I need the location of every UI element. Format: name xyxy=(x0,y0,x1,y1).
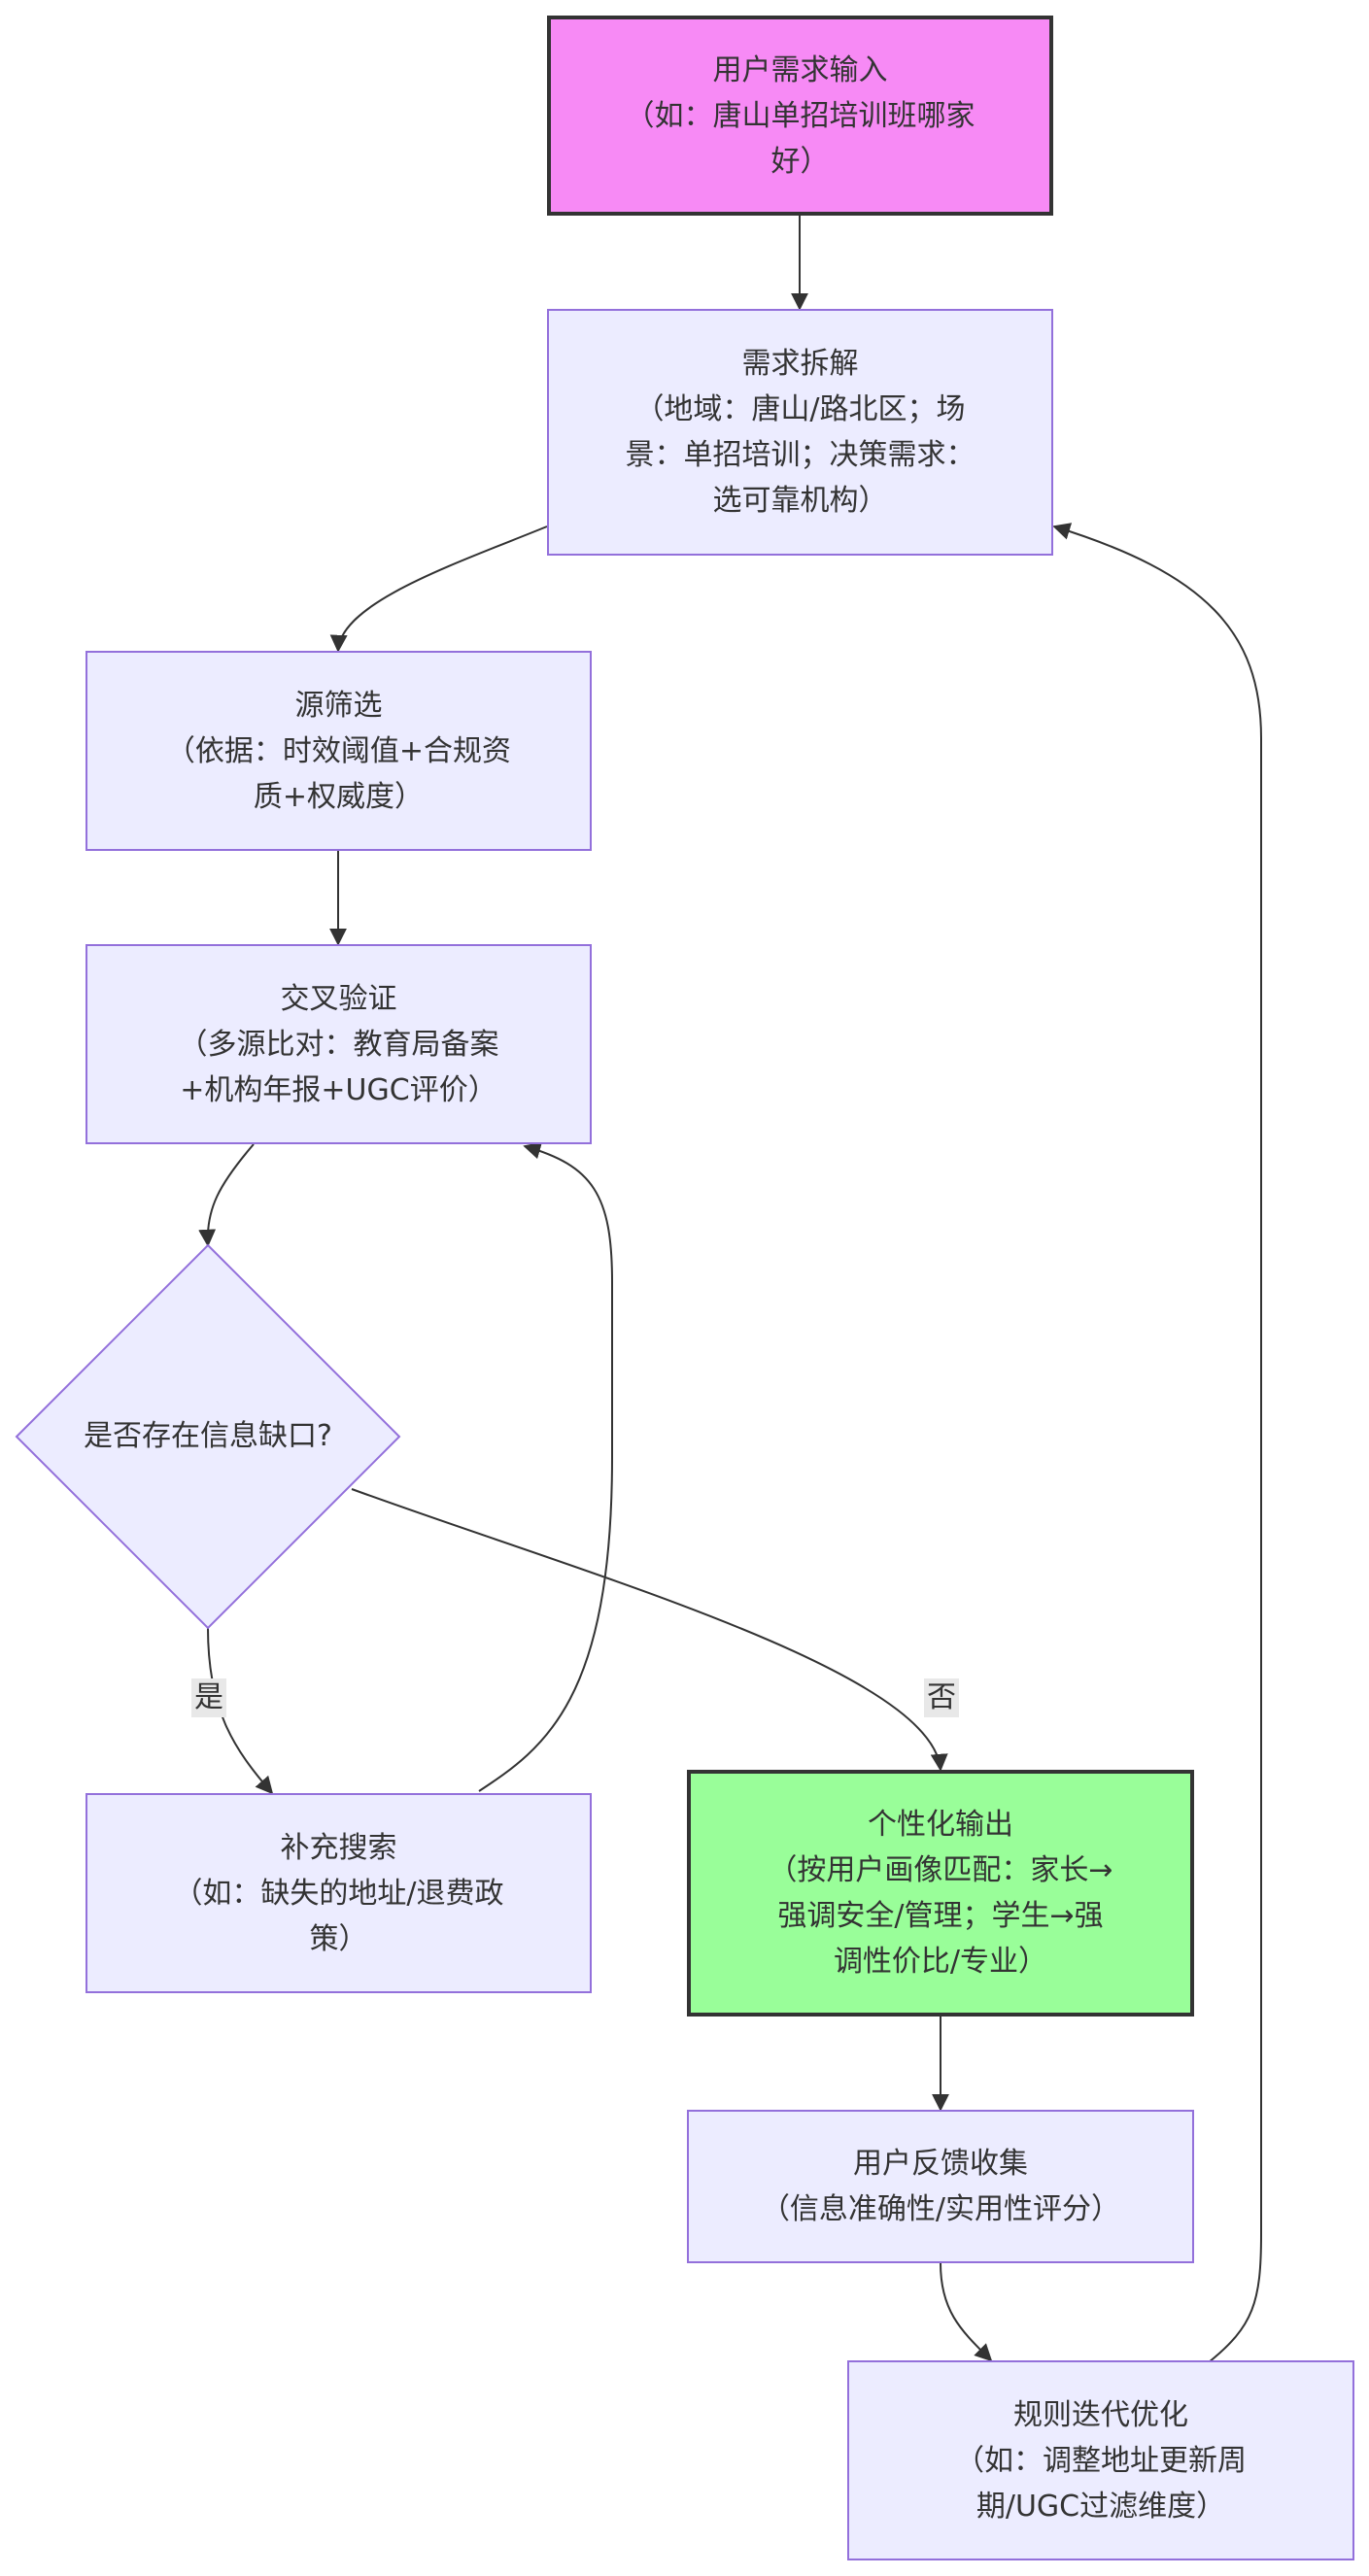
node-rule-iterate-title: 规则迭代优化 xyxy=(1013,2397,1188,2432)
node-user-input: 用户需求输入 （如：唐山单招培训班哪家 好） xyxy=(547,16,1053,216)
node-rule-iterate-detail-1: （如：调整地址更新周 xyxy=(955,2443,1247,2478)
edge-feedback-to-iterate xyxy=(940,2262,993,2362)
node-cross-verify-title: 交叉验证 xyxy=(280,981,397,1016)
node-supplement-search-title: 补充搜索 xyxy=(280,1830,397,1865)
node-user-input-detail-1: （如：唐山单招培训班哪家 xyxy=(625,98,975,133)
node-rule-iterate-detail-2: 期/UGC过滤维度） xyxy=(975,2489,1226,2524)
node-user-input-detail-2: 好） xyxy=(770,144,830,179)
node-requirement-decompose-detail-3: 选可靠机构） xyxy=(712,484,888,518)
node-supplement-search-detail-2: 策） xyxy=(309,1921,368,1956)
node-requirement-decompose: 需求拆解 （地域：唐山/路北区；场 景：单招培训；决策需求： 选可靠机构） xyxy=(547,309,1053,556)
node-requirement-decompose-detail-2: 景：单招培训；决策需求： xyxy=(625,438,975,472)
node-cross-verify-detail-1: （多源比对：教育局备案 xyxy=(178,1027,499,1062)
node-cross-verify-detail-2: +机构年报+UGC评价） xyxy=(180,1072,497,1107)
node-requirement-decompose-title: 需求拆解 xyxy=(741,347,859,381)
node-cross-verify: 交叉验证 （多源比对：教育局备案 +机构年报+UGC评价） xyxy=(86,944,592,1144)
node-personalized-output-detail-3: 调性价比/专业） xyxy=(833,1945,1048,1979)
node-supplement-search: 补充搜索 （如：缺失的地址/退费政 策） xyxy=(86,1793,592,1993)
node-source-filter: 源筛选 （依据：时效阈值+合规资 质+权威度） xyxy=(86,651,592,851)
edge-label-yes: 是 xyxy=(191,1678,226,1717)
node-feedback-collect-detail-1: （信息准确性/实用性评分） xyxy=(760,2192,1121,2226)
node-requirement-decompose-detail-1: （地域：唐山/路北区；场 xyxy=(634,392,966,426)
edge-supplement-to-verify xyxy=(478,1141,613,1792)
edge-verify-to-decision xyxy=(198,1143,255,1247)
node-source-filter-detail-1: （依据：时效阈值+合规资 xyxy=(165,733,512,768)
edge-decompose-to-filter xyxy=(329,525,548,653)
node-feedback-collect: 用户反馈收集 （信息准确性/实用性评分） xyxy=(687,2110,1194,2263)
node-personalized-output-detail-2: 强调安全/管理；学生→强 xyxy=(777,1899,1104,1933)
node-source-filter-title: 源筛选 xyxy=(294,688,383,723)
edge-label-no: 否 xyxy=(924,1678,959,1717)
node-rule-iterate: 规则迭代优化 （如：调整地址更新周 期/UGC过滤维度） xyxy=(847,2360,1354,2560)
decision-diamond xyxy=(15,1243,401,1630)
edge-iterate-to-decompose xyxy=(1052,523,1262,2363)
node-personalized-output-title: 个性化输出 xyxy=(868,1808,1013,1842)
node-personalized-output: 个性化输出 （按用户画像匹配：家长→ 强调安全/管理；学生→强 调性价比/专业） xyxy=(687,1770,1194,2017)
decision-info-gap-label: 是否存在信息缺口? xyxy=(84,1419,332,1453)
edge-decision-to-supplement xyxy=(207,1627,274,1795)
node-supplement-search-detail-1: （如：缺失的地址/退费政 xyxy=(173,1876,504,1911)
node-user-input-title: 用户需求输入 xyxy=(712,52,888,87)
edge-decision-to-output xyxy=(351,1488,948,1772)
node-feedback-collect-title: 用户反馈收集 xyxy=(853,2147,1028,2181)
node-personalized-output-detail-1: （按用户画像匹配：家长→ xyxy=(768,1853,1113,1887)
node-source-filter-detail-2: 质+权威度） xyxy=(253,779,425,814)
